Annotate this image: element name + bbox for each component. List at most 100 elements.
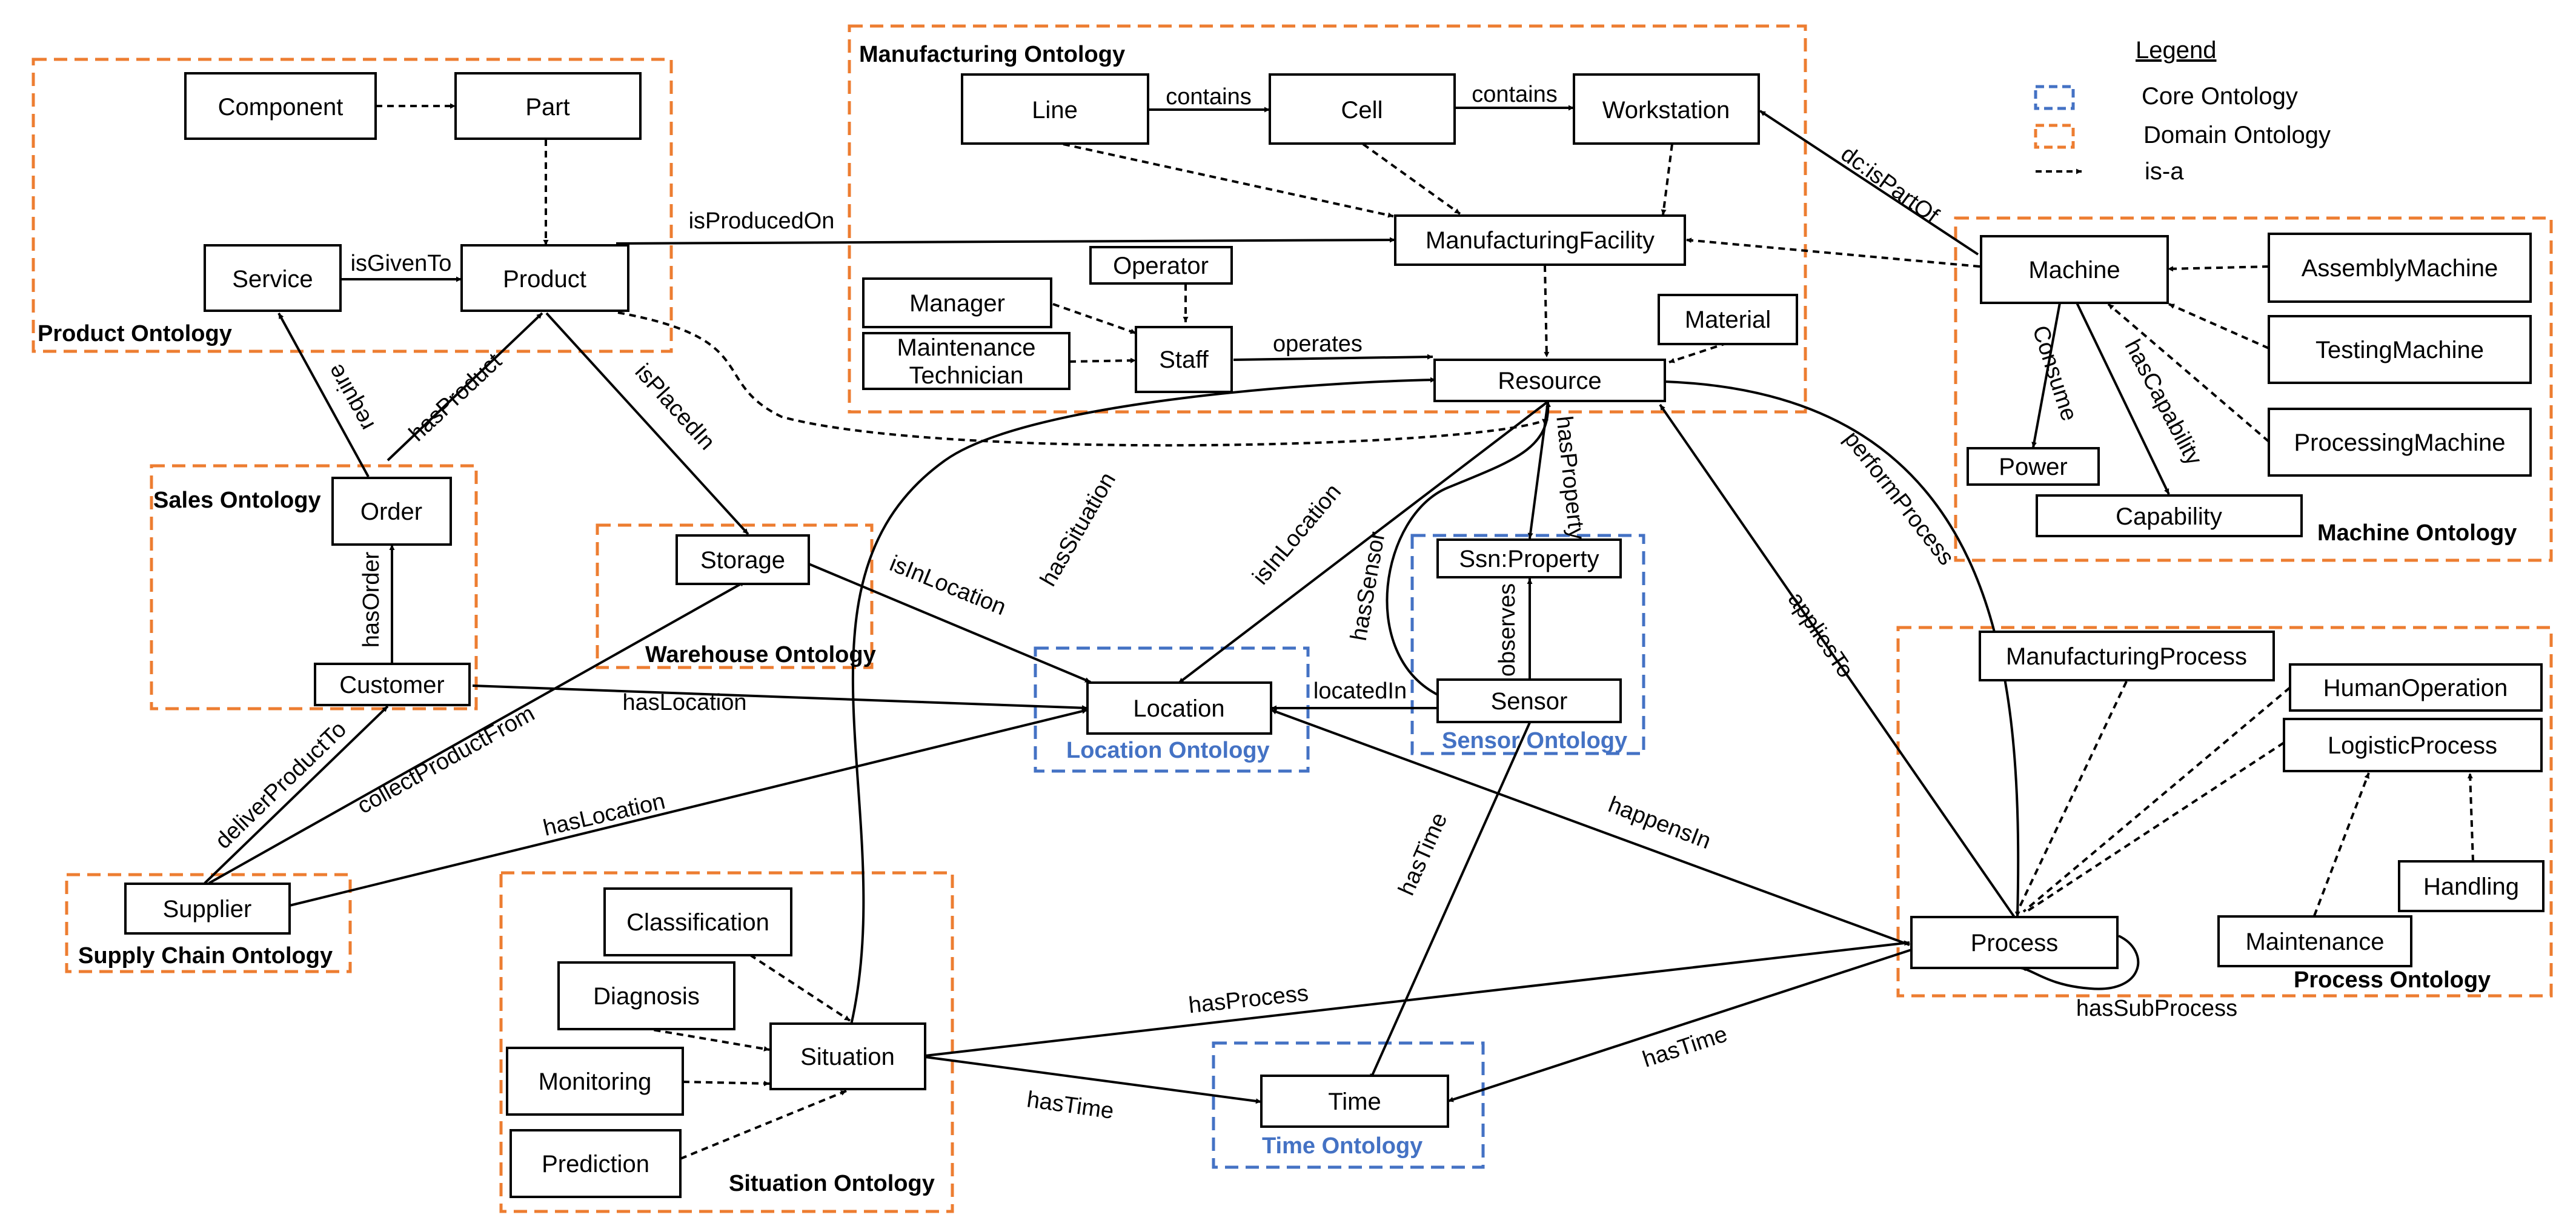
edge-line-mf [1063,143,1394,218]
node-maintenance-technician-line1: Maintenance [897,334,1035,361]
edge-classification-situation [739,947,851,1022]
edge-label-has-property: hasProperty [1551,415,1589,541]
edge-label-has-location-supplier: hasLocation [541,789,668,841]
group-label-warehouse: Warehouse Ontology [645,642,876,668]
edge-product-resource [617,311,1549,447]
node-box-sensor [1436,678,1622,723]
node-process: Process [1971,930,2059,956]
node-box-manufacturing-process [1979,631,2275,681]
edge-collect-product-from [208,580,746,884]
node-box-customer [314,663,471,706]
manufacturing-ontology-box [848,24,1807,414]
node-box-staff [1135,326,1233,393]
edge-label-dc-is-part-of: dc:isPartOf [1836,141,1944,229]
node-box-classification [603,887,792,956]
edge-mp-process [2016,681,2128,912]
edge-label-contains-2: contains [1472,82,1558,107]
edge-has-sensor [1386,401,1552,697]
edge-material-resource [1668,342,1728,363]
edge-handling-lp [2467,772,2474,862]
edge-has-capability [2076,302,2170,495]
node-component: Component [218,94,344,121]
group-label-sales: Sales Ontology [153,488,321,513]
node-service: Service [232,266,313,293]
edge-ho-process [2022,686,2291,913]
edge-machine-mf [1685,237,1980,268]
node-box-ssn-property [1436,538,1622,578]
legend-isa-label: is-a [2145,158,2184,185]
node-box-manager [862,277,1052,328]
node-box-monitoring [506,1047,684,1116]
node-box-location [1086,681,1272,735]
node-monitoring: Monitoring [539,1068,652,1095]
node-classification: Classification [626,909,769,936]
node-box-cell [1269,73,1456,145]
machine-ontology-box [1954,216,2553,562]
legend-title: Legend [2136,37,2216,64]
edge-operates [1233,354,1433,361]
edge-has-time-process [1447,949,1912,1102]
node-capability: Capability [2116,503,2222,530]
edge-applies-to [1659,403,2016,918]
group-boxes [32,24,2553,1213]
node-machine: Machine [2028,257,2120,283]
edge-label-applies-to: appliesTo [1783,588,1859,683]
node-box-workstation [1573,73,1760,145]
edge-label-is-placed-in: isPlacedIn [630,359,720,455]
node-line: Line [1032,97,1078,124]
legend-domain-label: Domain Ontology [2143,122,2331,148]
node-box-machine [1980,235,2169,304]
node-box-line [961,73,1149,145]
node-box-product [460,244,629,312]
edge-label-is-in-location-storage: isInLocation [886,551,1010,620]
node-testing-machine: TestingMachine [2315,337,2484,363]
edge-happens-in [1270,709,1910,946]
edge-label-has-time-situation: hasTime [1025,1087,1115,1124]
node-material: Material [1685,306,1771,333]
node-location: Location [1133,695,1224,722]
node-box-situation [769,1022,926,1090]
node-box-service [204,244,342,312]
edge-label-operates: operates [1273,331,1363,357]
node-assembly-machine: AssemblyMachine [2302,255,2498,282]
legend-core-label: Core Ontology [2142,83,2298,110]
edge-require [277,313,370,477]
edge-has-sub-process [2020,935,2140,990]
node-maintenance: Maintenance [2245,929,2384,955]
edge-processing-machine [2107,303,2270,443]
group-labels: Product Ontology Manufacturing Ontology … [38,42,2517,1196]
supply-chain-ontology-box [65,873,352,973]
edge-label-contains-1: contains [1166,84,1252,110]
warehouse-ontology-box [596,523,874,669]
node-box-handling [2398,860,2544,912]
group-label-sensor: Sensor Ontology [1442,728,1627,754]
node-box-supplier [124,883,291,935]
edge-testing-machine [2168,303,2269,349]
edge-is-produced-on [616,237,1396,245]
node-order: Order [360,499,422,525]
node-box-process [1910,916,2119,969]
edge-maintenance-lp [2313,772,2370,916]
edge-label-has-time-process: hasTime [1639,1021,1730,1073]
node-box-prediction [510,1129,682,1198]
edge-mf-resource [1544,265,1550,358]
legend: Legend Core Ontology Domain Ontology is-… [2034,37,2331,185]
node-manufacturing-process: ManufacturingProcess [2006,643,2247,670]
edge-label-has-sub-process: hasSubProcess [2076,996,2237,1021]
edge-is-placed-in [545,312,749,535]
edge-dc-is-part-of [1759,110,1979,256]
node-box-diagnosis [557,961,735,1030]
edge-label-consume: Consume [2027,322,2082,424]
edge-label-is-produced-on: isProducedOn [689,208,835,234]
edge-label-has-capability: hasCapability [2120,336,2207,469]
node-ssn-property: Ssn:Property [1459,546,1599,572]
node-resource: Resource [1498,368,1601,394]
node-processing-machine: ProcessingMachine [2294,429,2505,456]
edge-has-property [1527,401,1549,539]
node-product: Product [503,266,586,293]
edge-label-has-situation: hasSituation [1035,468,1121,591]
group-label-product: Product Ontology [38,321,232,346]
nodes [124,72,2544,1198]
node-box-material [1658,294,1798,345]
node-sensor: Sensor [1491,688,1568,715]
